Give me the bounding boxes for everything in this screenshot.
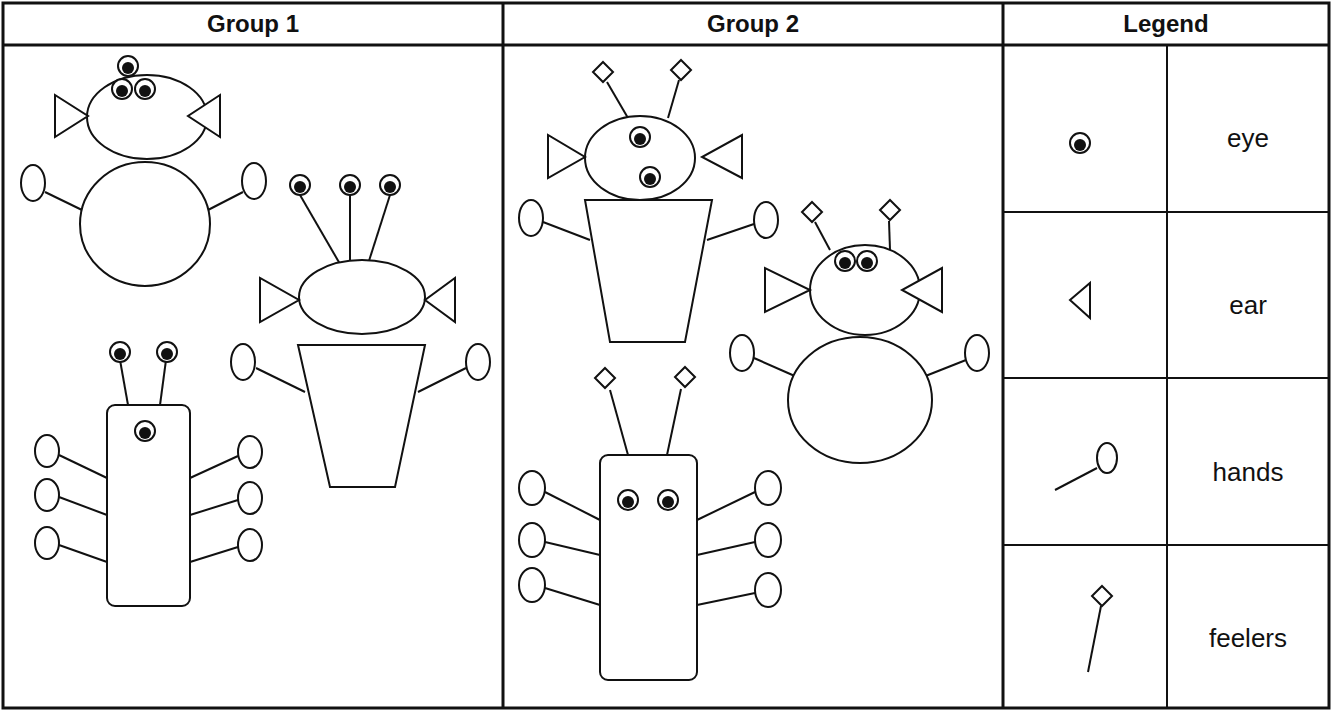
table-grid [3, 3, 1329, 708]
creature-a [21, 56, 266, 286]
column-header: Group 1 [207, 10, 299, 38]
creature-c [35, 342, 262, 606]
creature-b [231, 175, 490, 487]
legend-label: ear [1229, 290, 1267, 321]
column-header: Legend [1123, 10, 1208, 38]
legend-samples [1055, 133, 1117, 672]
creature-d [519, 60, 778, 342]
creature-f [519, 367, 781, 680]
legend-label: eye [1227, 123, 1269, 154]
creature-e [730, 200, 989, 463]
legend-label: feelers [1209, 623, 1287, 654]
legend-label: hands [1213, 457, 1284, 488]
column-header: Group 2 [707, 10, 799, 38]
